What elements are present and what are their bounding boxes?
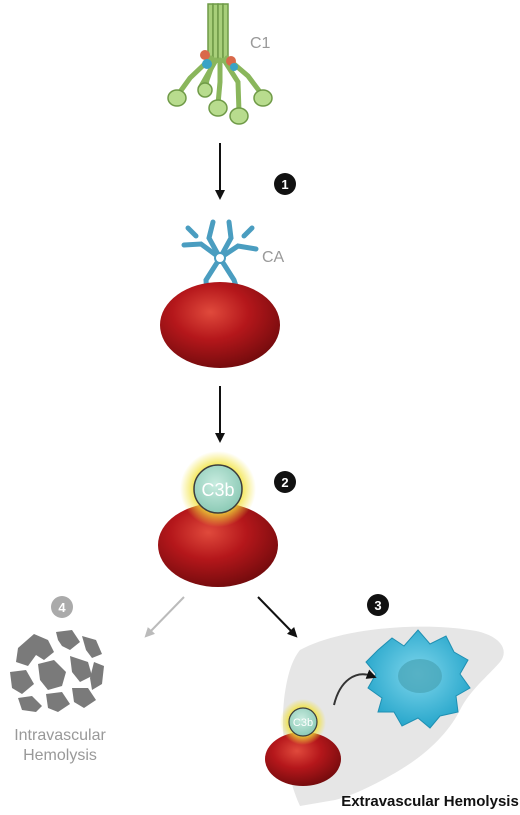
red-blood-cell-icon [160, 282, 280, 368]
svg-text:2: 2 [281, 475, 288, 490]
c1-complex-icon [167, 3, 273, 125]
antibody-core [214, 252, 226, 264]
arrow-to-intravascular [144, 596, 185, 638]
step-3-badge: 3 [367, 594, 389, 616]
svg-text:1: 1 [281, 177, 288, 192]
engulf-arrow [333, 669, 377, 706]
c3b-icon [288, 707, 318, 737]
intravascular-label-line1: Intravascular [14, 727, 106, 744]
extravascular-label: Extravascular Hemolysis [341, 793, 519, 810]
arrow-to-extravascular [257, 596, 298, 638]
svg-text:3: 3 [374, 598, 381, 613]
antibody-icon [181, 219, 259, 301]
ca-label: CA [262, 249, 285, 266]
intravascular-label-line2: Hemolysis [23, 747, 97, 764]
c3b-small-label: C3b [293, 717, 313, 729]
cell-fragments-icon [10, 630, 104, 712]
step-4-badge: 4 [51, 596, 73, 618]
c1-label: C1 [250, 35, 271, 52]
step-1-badge: 1 [274, 173, 296, 195]
macrophage-icon [365, 629, 471, 729]
c3b-label: C3b [201, 480, 234, 500]
red-blood-cell-icon [265, 732, 341, 786]
red-blood-cell-icon [158, 503, 278, 587]
svg-text:4: 4 [58, 600, 66, 615]
c3b-icon [193, 464, 243, 514]
step-2-badge: 2 [274, 471, 296, 493]
